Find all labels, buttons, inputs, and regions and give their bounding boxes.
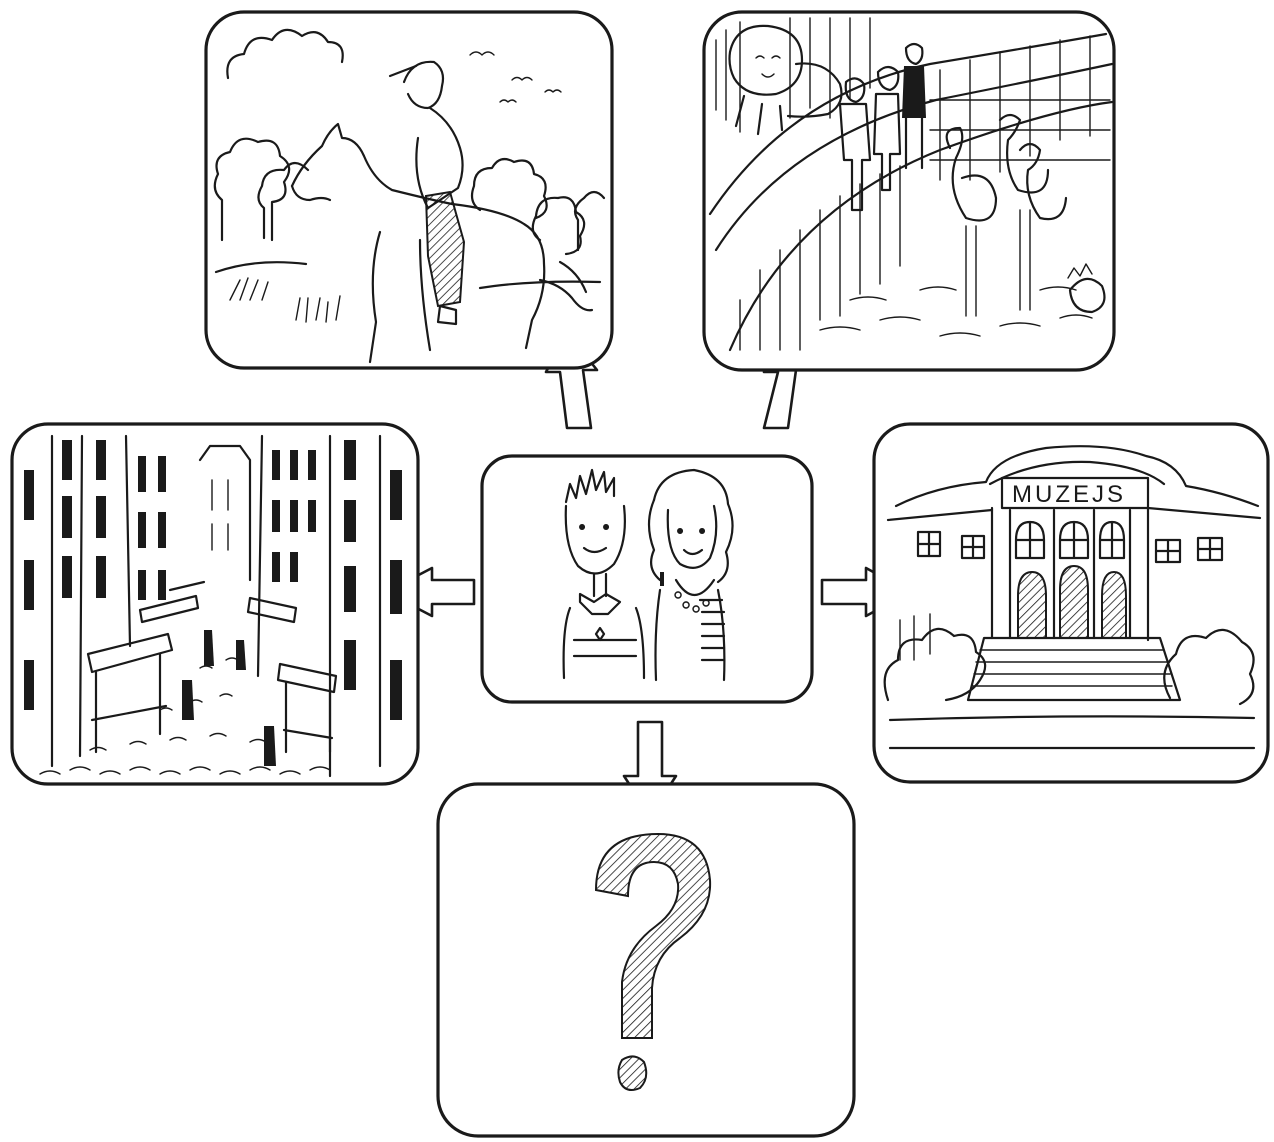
panel-old-town-market (12, 424, 418, 784)
panel-horse-riding (206, 12, 612, 368)
museum-sign-text: MUZEJS (1012, 481, 1126, 508)
panel-zoo (704, 12, 1114, 370)
panel-unknown-question (438, 784, 854, 1136)
panel-center-children (482, 456, 812, 702)
panel-museum: MUZEJS (874, 424, 1268, 782)
question-dot-icon (618, 1056, 646, 1090)
